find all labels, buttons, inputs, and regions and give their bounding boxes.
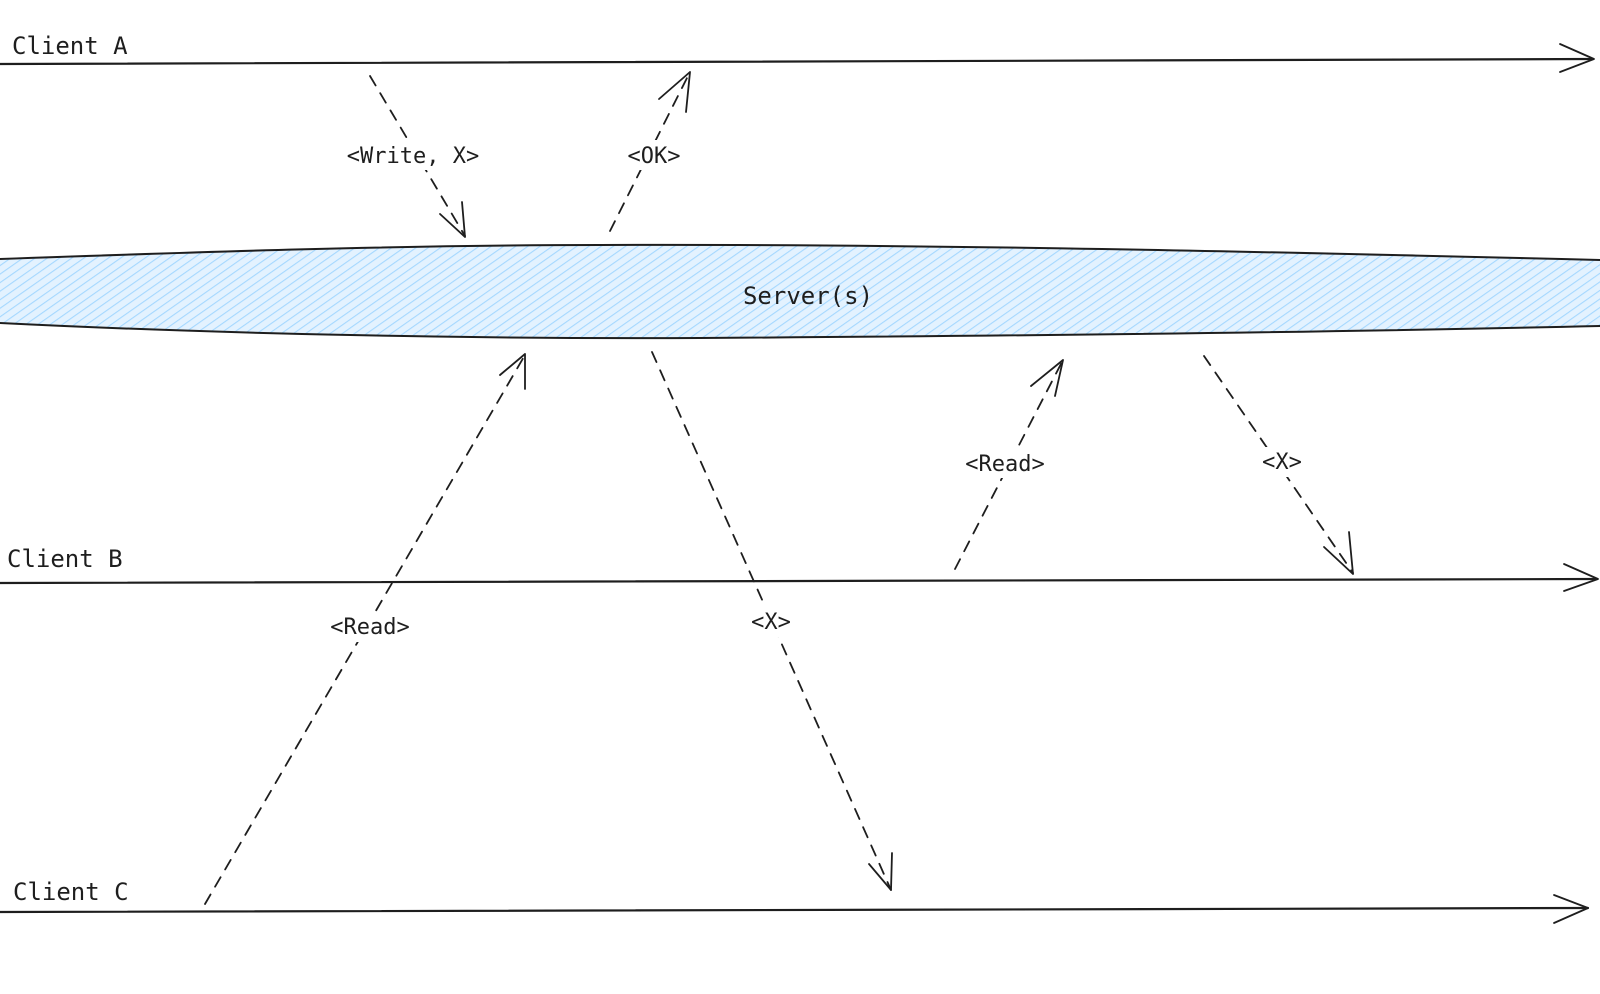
- message-x-client-c: <X>: [651, 351, 893, 891]
- message-x-client-b: <X>: [1203, 355, 1354, 575]
- client-c-line: [0, 906, 1590, 914]
- server-band-fill: [0, 244, 1600, 339]
- server-band-bottom-edge: [0, 322, 1600, 340]
- message-read-client-c-label-bg: [320, 612, 420, 642]
- message-ok-label: <OK>: [628, 144, 681, 169]
- message-ok: <OK>: [609, 71, 691, 232]
- client-b-timeline: Client B: [0, 545, 1599, 592]
- client-a-timeline: Client A: [0, 32, 1595, 73]
- message-x-client-c-arrowhead: [868, 852, 893, 891]
- message-read-client-b-arrowhead: [1030, 359, 1064, 397]
- message-read-client-b-label: <Read>: [965, 452, 1044, 477]
- message-write-arrowhead: [439, 201, 466, 238]
- client-c-label: Client C: [13, 878, 129, 906]
- message-read-client-b-label-bg: [955, 448, 1055, 478]
- message-x-client-c-line: [651, 351, 892, 891]
- message-x-client-b-label: <X>: [1262, 450, 1302, 475]
- message-read-client-c-label: <Read>: [330, 615, 409, 640]
- client-b-label: Client B: [7, 545, 123, 573]
- message-ok-label-bg: [618, 140, 690, 170]
- message-read-client-b-line: [954, 359, 1064, 570]
- server-band: Server(s): [0, 243, 1600, 340]
- message-ok-arrowhead: [658, 71, 691, 113]
- message-x-client-b-arrowhead: [1323, 531, 1354, 575]
- server-label: Server(s): [743, 282, 873, 310]
- message-read-client-b: <Read>: [954, 359, 1064, 570]
- server-band-top-edge: [0, 243, 1600, 261]
- client-c-arrowhead: [1553, 894, 1589, 924]
- message-write: <Write, X>: [344, 75, 482, 238]
- message-read-client-c: <Read>: [204, 353, 526, 905]
- message-write-line: [369, 75, 466, 237]
- client-a-arrowhead: [1559, 43, 1595, 73]
- client-c-timeline: Client C: [0, 878, 1590, 924]
- message-x-client-c-label: <X>: [751, 610, 791, 635]
- message-write-label: <Write, X>: [347, 144, 479, 169]
- message-x-client-c-label-bg: [743, 607, 799, 637]
- client-b-arrowhead: [1563, 563, 1599, 592]
- message-x-client-b-label-bg: [1254, 447, 1310, 477]
- message-read-client-c-line: [204, 354, 526, 905]
- client-a-label: Client A: [12, 32, 128, 60]
- client-b-line: [0, 577, 1599, 585]
- message-read-client-c-arrowhead: [499, 353, 526, 390]
- message-write-label-bg: [344, 140, 482, 170]
- client-a-line: [0, 57, 1595, 66]
